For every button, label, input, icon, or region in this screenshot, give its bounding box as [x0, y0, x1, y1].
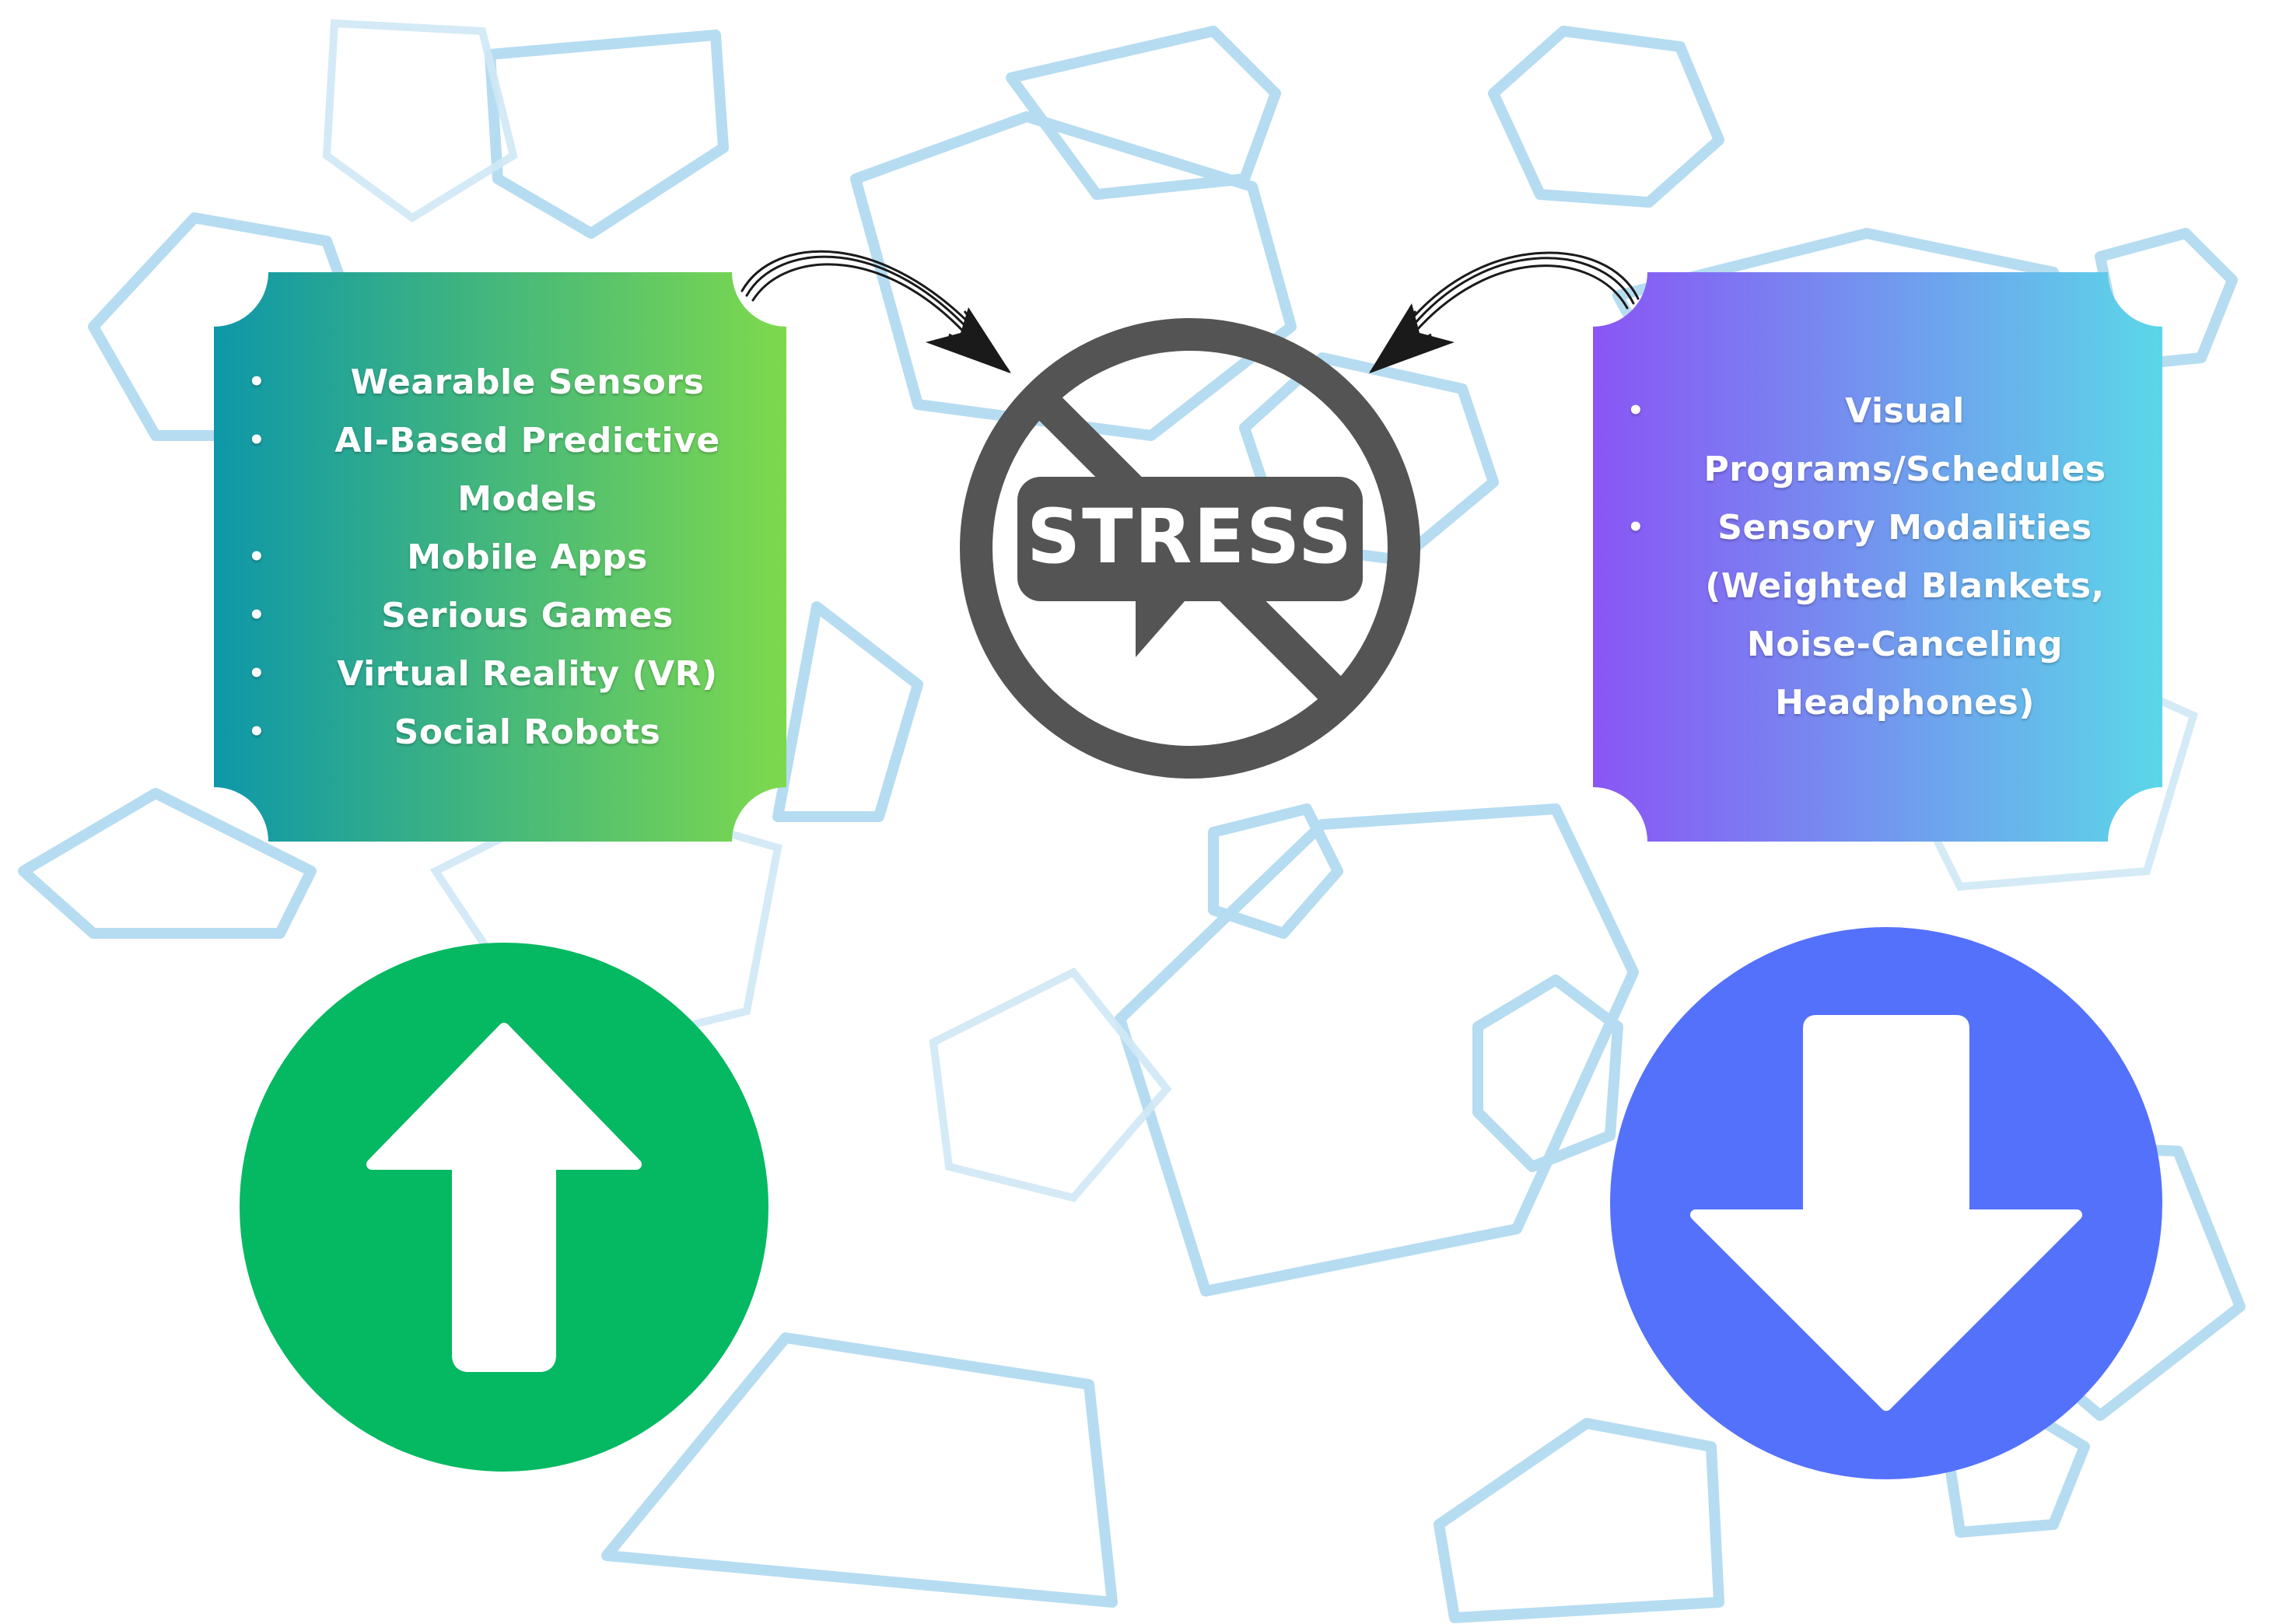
assistive-technologies-card: Wearable Sensors AI-Based Predictive Mod…: [214, 272, 786, 842]
arrow-down-icon: [1610, 927, 2162, 1479]
left-card-list: Wearable Sensors AI-Based Predictive Mod…: [214, 353, 786, 761]
list-item: Visual Programs/Schedules: [1627, 382, 2131, 499]
curved-arrow-right-icon: [1369, 251, 1640, 373]
right-card-list: Visual Programs/Schedules Sensory Modali…: [1593, 382, 2162, 732]
list-item: Mobile Apps: [248, 528, 747, 586]
arrow-up-icon: [240, 943, 768, 1472]
non-technological-interventions-card: Visual Programs/Schedules Sensory Modali…: [1593, 272, 2162, 842]
list-item: Social Robots: [248, 703, 747, 761]
list-item: Serious Games: [248, 586, 747, 645]
list-item: Wearable Sensors: [248, 353, 747, 411]
list-item: Sensory Modalities (Weighted Blankets, N…: [1627, 499, 2131, 732]
list-item: AI-Based Predictive Models: [248, 411, 747, 528]
no-stress-icon: STRESS: [960, 318, 1420, 779]
stress-label: STRESS: [1027, 493, 1353, 580]
curved-arrow-left-icon: [740, 250, 1011, 373]
list-item: Virtual Reality (VR): [248, 645, 747, 703]
speech-bubble-icon: [1017, 477, 1363, 657]
